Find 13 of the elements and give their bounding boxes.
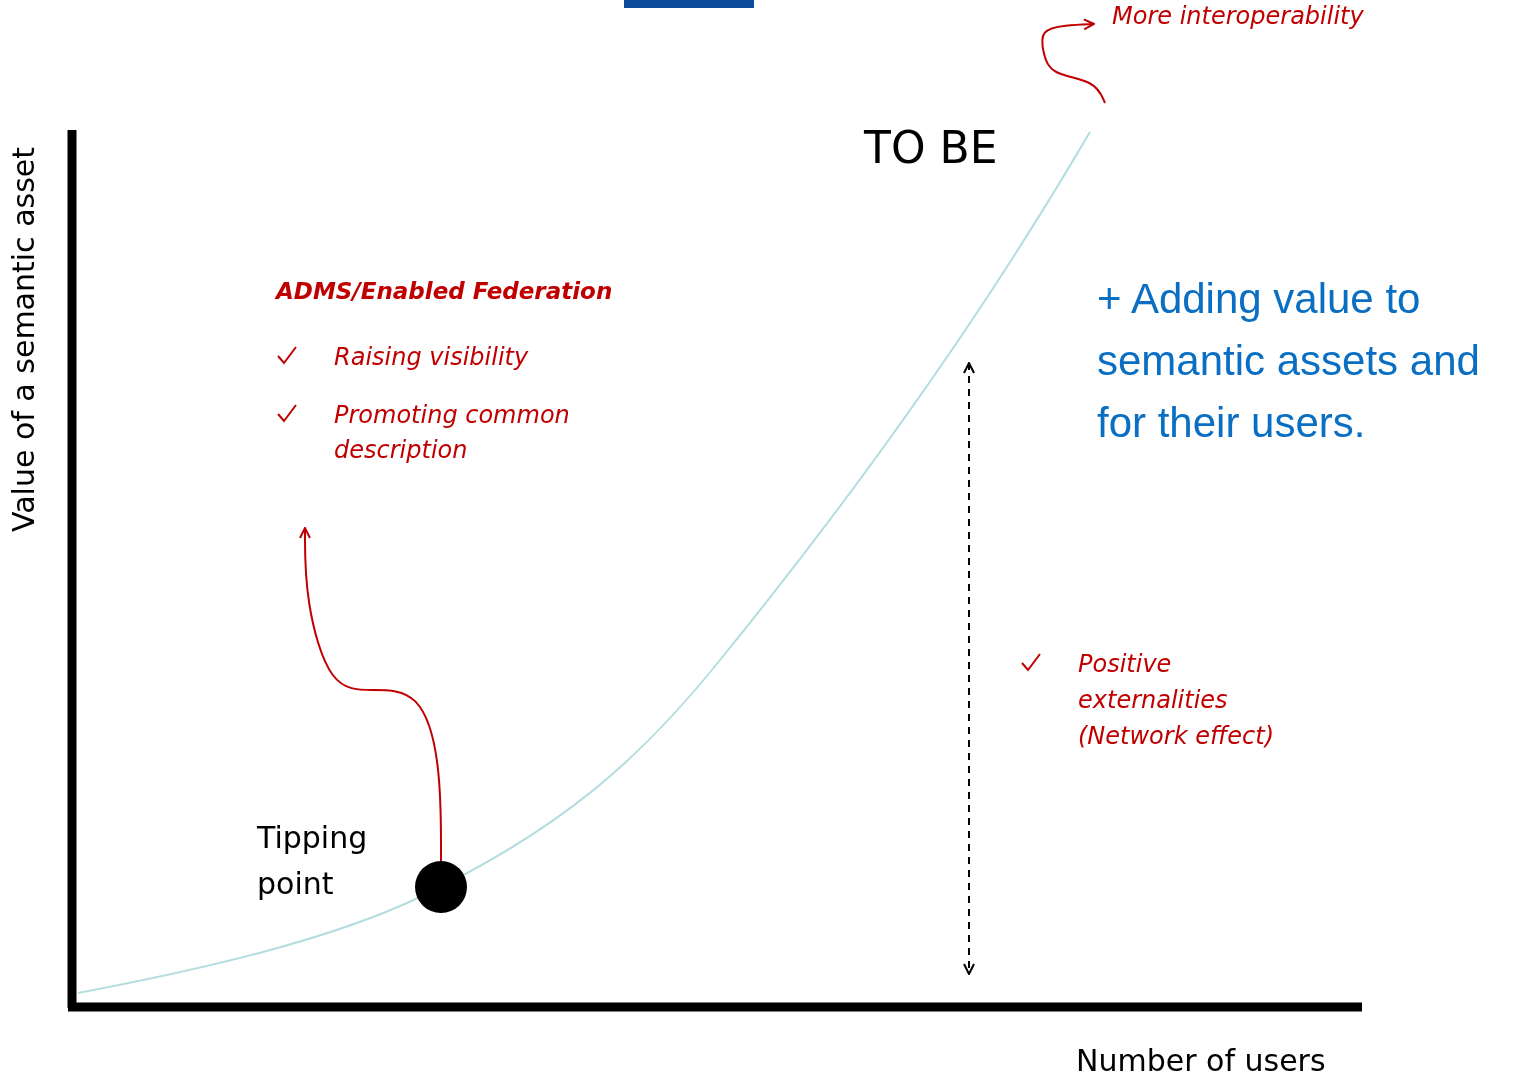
annotation-text: More interoperability	[1111, 2, 1365, 30]
heading: ADMS/Enabled Federation	[276, 278, 613, 304]
bullet-text: Raising visibility	[334, 342, 530, 373]
bullet-text: Promoting common description	[334, 400, 571, 466]
point-label: Tipping point	[257, 819, 369, 903]
axis-title: Value of a semantic asset	[5, 146, 41, 534]
state-label: TO BE	[864, 122, 998, 173]
tipping-point-dot	[415, 861, 467, 913]
value-statement: + Adding value to semantic assets and for their users.	[1097, 274, 1481, 448]
annotation-text: Positive externalities (Network effect)	[1078, 649, 1276, 752]
axis-title: Number of users	[1076, 1043, 1326, 1078]
arrow	[1041, 18, 1106, 104]
arrow	[299, 527, 442, 862]
